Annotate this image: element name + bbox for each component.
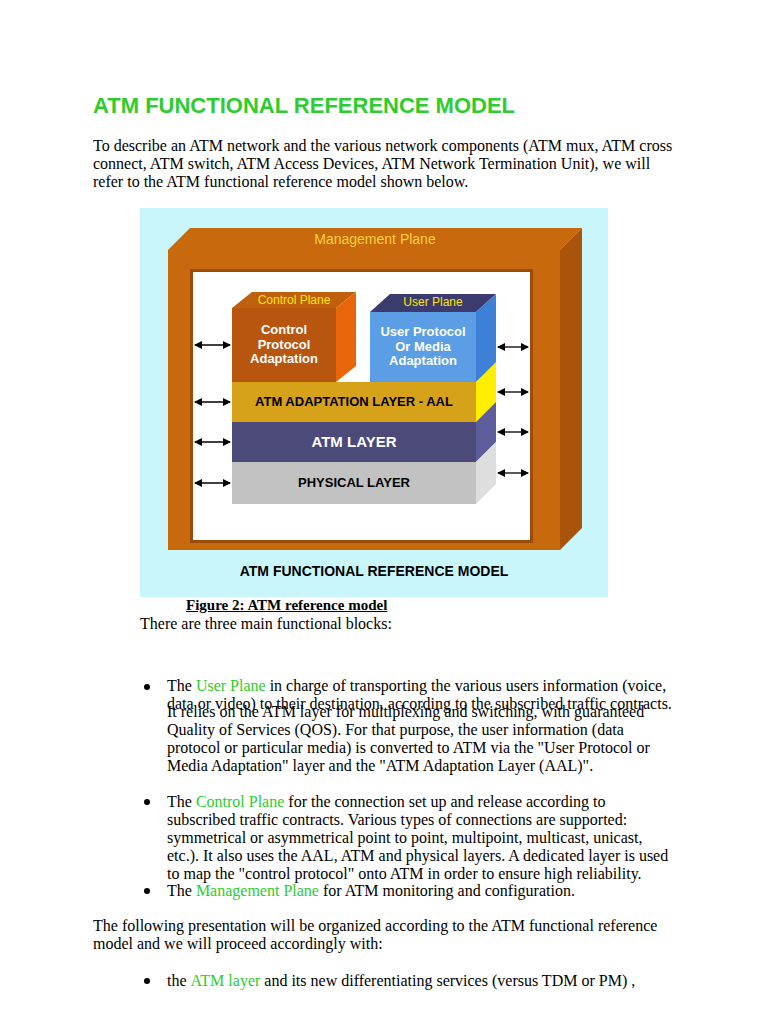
bullet-dot [144, 799, 150, 805]
body-text: The [167, 882, 192, 899]
shape-face [370, 312, 476, 382]
text-paragraph: The following presentation will be organ… [93, 917, 673, 953]
shape-face [232, 382, 476, 422]
body-text: the [167, 972, 187, 989]
highlight-term: Control Plane [196, 793, 284, 810]
text-paragraph: TheControl Planefor the connection set u… [167, 793, 677, 883]
block-heading: Control Plane [242, 293, 346, 308]
shape-face [168, 250, 560, 550]
bullet-dot [144, 978, 150, 984]
block-label: PHYSICAL LAYER [236, 464, 472, 502]
physical-layer-band: PHYSICAL LAYER [232, 462, 496, 504]
text-paragraph: It relies on the ATM layer for multiplex… [167, 703, 677, 775]
body-text: ATM FUNCTIONAL REFERENCE MODEL [240, 563, 509, 579]
body-text: The [167, 677, 192, 694]
shape-face [232, 462, 476, 504]
interface-arrow [498, 346, 528, 347]
shape-face [370, 294, 496, 312]
text-paragraph: theATM layerand its new differentiating … [167, 972, 677, 990]
body-text: It relies on the ATM layer for multiplex… [167, 703, 650, 774]
highlight-term: ATM layer [191, 972, 261, 989]
shape-face [168, 228, 582, 250]
user-plane-block: User PlaneUser Protocol Or Media Adaptat… [370, 294, 496, 382]
interface-arrow [498, 431, 528, 432]
block-heading: User Plane [380, 295, 486, 311]
text-paragraph: To describe an ATM network and the vario… [93, 137, 673, 191]
bullet-dot [144, 888, 150, 894]
shape-face [336, 292, 356, 382]
management-plane-box: Management PlaneControl PlaneControl Pro… [168, 228, 582, 550]
shape-face [232, 292, 356, 308]
interface-arrow [195, 482, 230, 483]
block-label: User Protocol Or Media Adaptation [373, 314, 473, 380]
interface-arrow [195, 401, 230, 402]
atm-layer-band: ATM LAYER [232, 422, 496, 462]
body-text: and its new differentiating services (ve… [264, 972, 635, 989]
block-label: Control Protocol Adaptation [235, 310, 333, 380]
shape-face [476, 442, 496, 504]
highlight-term: User Plane [196, 677, 266, 694]
highlight-term: Management Plane [196, 882, 319, 899]
interface-arrow [195, 441, 230, 442]
body-text: To describe an ATM network and the vario… [93, 137, 672, 190]
interface-arrow [195, 344, 230, 345]
block-label: ATM LAYER [236, 424, 472, 460]
interface-arrow [498, 472, 528, 473]
body-text: The following presentation will be organ… [93, 917, 657, 952]
shape-face [560, 228, 582, 550]
text-paragraph: TheManagement Planefor ATM monitoring an… [167, 882, 677, 900]
body-text: The [167, 793, 192, 810]
figure-title-block: ATM FUNCTIONAL REFERENCE MODEL [140, 562, 608, 580]
body-text: for ATM monitoring and configuration. [323, 882, 575, 899]
shape-face [232, 422, 476, 462]
shape-face [193, 272, 530, 540]
page-title: ATM FUNCTIONAL REFERENCE MODEL [93, 93, 515, 119]
control-plane-block: Control PlaneControl Protocol Adaptation [232, 292, 356, 382]
shape-face [232, 308, 336, 382]
interface-arrow [498, 391, 528, 392]
figure-panel [140, 208, 608, 597]
shape-face [190, 269, 533, 543]
aal-layer-band: ATM ADAPTATION LAYER - AAL [232, 382, 496, 422]
text-paragraph: There are three main functional blocks: [140, 615, 680, 633]
bullet-dot [144, 684, 150, 690]
figure-caption: Figure 2: ATM reference model [186, 596, 387, 614]
block-label: ATM ADAPTATION LAYER - AAL [236, 384, 472, 420]
block-label: Management Plane [192, 230, 558, 249]
body-text: There are three main functional blocks: [140, 615, 392, 632]
